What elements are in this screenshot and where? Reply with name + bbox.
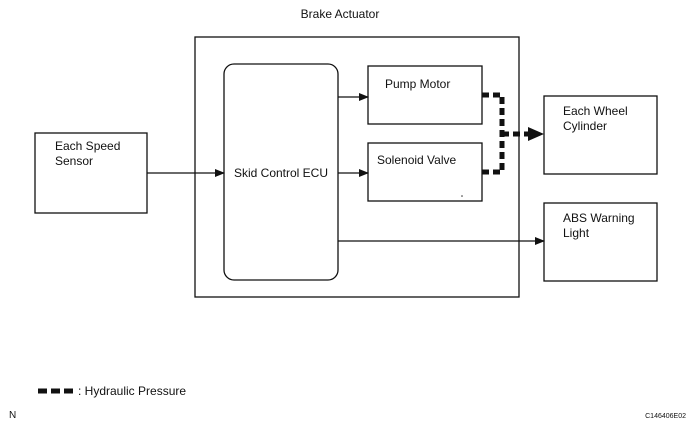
diagram-title: Brake Actuator bbox=[301, 7, 380, 21]
wheel-cylinder-label-line1: Each Wheel bbox=[563, 104, 628, 118]
solenoid-valve-node: Solenoid Valve bbox=[367, 142, 483, 202]
footer-figure-code: C146406E02 bbox=[645, 413, 686, 420]
speck-mark bbox=[461, 195, 463, 197]
speed-sensor-node: Each Speed Sensor bbox=[34, 132, 148, 214]
footer-left-mark: N bbox=[9, 410, 16, 421]
speed-sensor-label-line1: Each Speed bbox=[55, 139, 120, 153]
legend-hydraulic-label: : Hydraulic Pressure bbox=[78, 384, 186, 398]
ecu-label: Skid Control ECU bbox=[234, 166, 328, 180]
solenoid-valve-label: Solenoid Valve bbox=[377, 153, 456, 167]
abs-light-label-line2: Light bbox=[563, 226, 590, 240]
pump-motor-label: Pump Motor bbox=[385, 77, 450, 91]
abs-light-label-line1: ABS Warning bbox=[563, 211, 635, 225]
wheel-cylinder-node: Each Wheel Cylinder bbox=[543, 95, 658, 175]
wheel-cylinder-label-line2: Cylinder bbox=[563, 119, 607, 133]
legend: : Hydraulic Pressure bbox=[38, 384, 186, 398]
pump-motor-node: Pump Motor bbox=[367, 65, 483, 125]
abs-light-node: ABS Warning Light bbox=[543, 202, 658, 282]
hydraulic-pressure-path bbox=[482, 92, 544, 175]
ecu-node: Skid Control ECU bbox=[223, 63, 339, 281]
speed-sensor-label-line2: Sensor bbox=[55, 154, 93, 168]
